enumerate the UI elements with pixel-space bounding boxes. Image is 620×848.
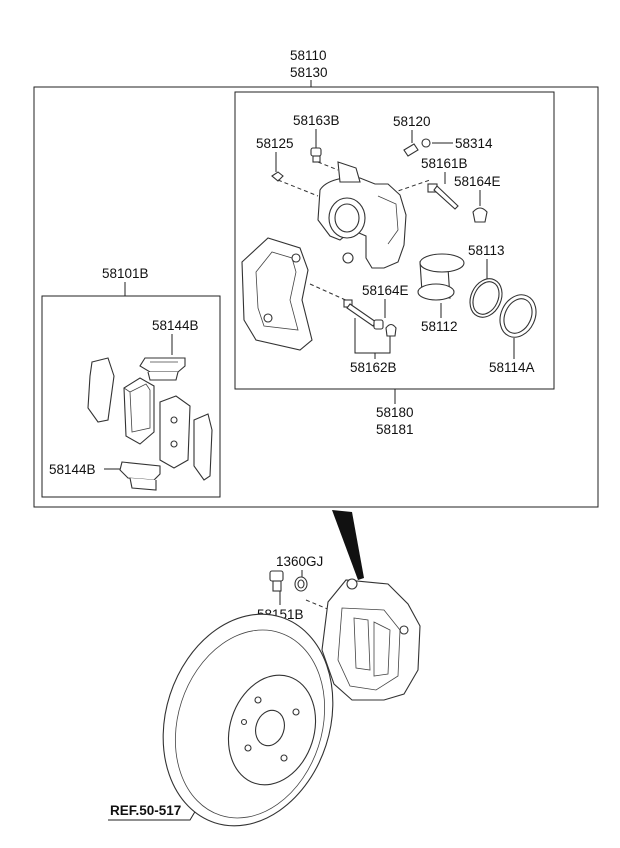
shim-right-icon	[193, 413, 213, 481]
brake-disc-icon	[162, 613, 334, 827]
brake-pad-inner-icon	[123, 377, 155, 445]
leader-58162B	[354, 318, 391, 354]
dust-boot-58114A-icon	[499, 294, 537, 338]
label-58144B-bottom: 58144B	[49, 462, 96, 477]
piston-58112-icon	[417, 253, 465, 301]
brake-pad-outer-icon	[159, 395, 191, 469]
label-58114A: 58114A	[489, 360, 535, 375]
assembly-dash-3	[391, 179, 431, 194]
label-58125: 58125	[256, 136, 294, 151]
label-58144B-top: 58144B	[152, 318, 199, 333]
boot-58164E-top-icon	[472, 207, 488, 223]
piston-seal-58113-icon	[469, 278, 503, 318]
label-58112: 58112	[421, 319, 458, 334]
label-1360GJ: 1360GJ	[276, 554, 323, 569]
label-58101B: 58101B	[102, 266, 149, 281]
label-58110: 58110	[290, 48, 327, 63]
clip-58125-icon	[271, 171, 284, 182]
label-58163B: 58163B	[293, 113, 340, 128]
label-58314: 58314	[455, 136, 493, 151]
bleeder-screw-icon	[403, 138, 431, 157]
bolt-58163B-icon	[310, 147, 322, 163]
anti-rattle-spring-bottom-icon	[119, 461, 161, 491]
wedge-pointer-icon	[332, 510, 364, 580]
caliper-housing-icon	[317, 161, 407, 269]
pin-58162B-icon	[343, 299, 397, 337]
label-58164E-top: 58164E	[454, 174, 501, 189]
anti-rattle-spring-top-icon	[139, 357, 186, 381]
assembled-caliper-icon	[321, 578, 421, 701]
assembly-dash-1	[317, 161, 339, 171]
label-58120: 58120	[393, 114, 431, 129]
label-58181: 58181	[376, 422, 414, 437]
label-58180: 58180	[376, 405, 414, 420]
washer-1360GJ-icon	[294, 576, 308, 592]
assembly-dash-2	[277, 179, 319, 197]
label-58161B: 58161B	[421, 156, 468, 171]
pad-kit-frame	[41, 295, 221, 498]
shim-left-icon	[87, 357, 115, 423]
label-ref: REF.50-517	[110, 803, 181, 818]
guide-pin-58161B-icon	[427, 183, 459, 210]
outer-assembly-frame	[33, 86, 599, 508]
label-58130: 58130	[290, 65, 328, 80]
label-58113: 58113	[468, 243, 505, 258]
assembly-dash-4	[309, 283, 351, 303]
assembly-dash-5	[305, 599, 331, 611]
label-58164E-mid: 58164E	[362, 283, 409, 298]
mount-bolt-58151B-icon	[269, 570, 284, 592]
caliper-carrier-icon	[241, 237, 313, 351]
label-58162B: 58162B	[350, 360, 397, 375]
